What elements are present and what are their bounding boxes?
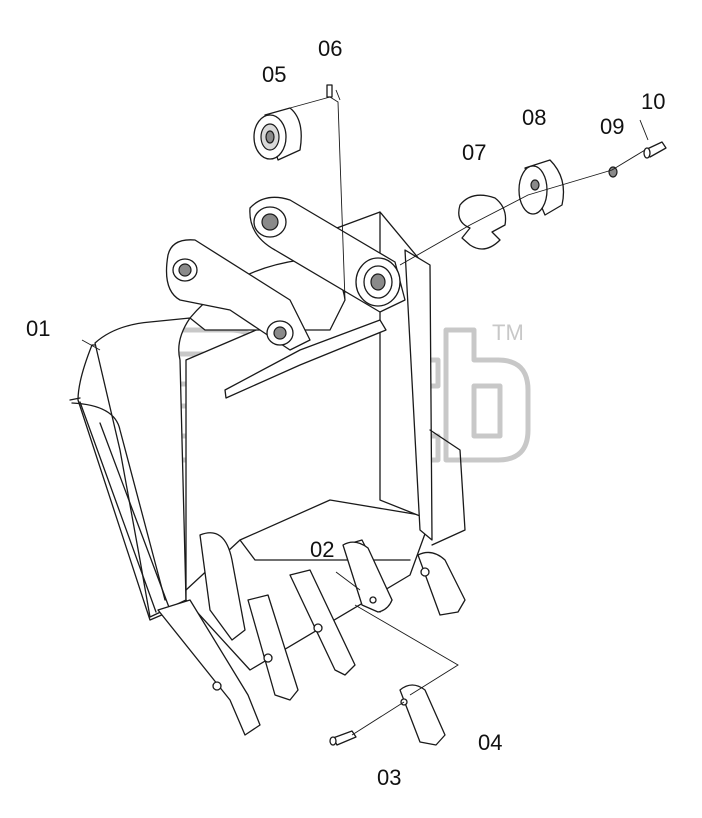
tooth-adapter-part bbox=[399, 684, 446, 746]
watermark-trademark: TM bbox=[492, 320, 524, 345]
callout-08: 08 bbox=[522, 105, 546, 130]
shim-plate-part bbox=[458, 194, 507, 250]
bucket-body bbox=[69, 211, 466, 671]
callout-03: 03 bbox=[377, 765, 401, 790]
callout-01: 01 bbox=[26, 316, 50, 341]
tooth-pin-part bbox=[329, 730, 357, 746]
tooth-part bbox=[342, 541, 393, 613]
mounting-lugs bbox=[165, 196, 406, 351]
callout-labels: 01 02 03 04 05 06 07 08 09 10 bbox=[26, 36, 665, 790]
callout-09: 09 bbox=[600, 114, 624, 139]
pin-small-part bbox=[326, 84, 333, 98]
small-washer-part bbox=[608, 166, 618, 178]
callout-06: 06 bbox=[318, 36, 342, 61]
bushing-part bbox=[253, 107, 302, 161]
leader-lines bbox=[81, 89, 649, 736]
callout-07: 07 bbox=[462, 140, 486, 165]
bolt-part bbox=[643, 141, 667, 159]
callout-02: 02 bbox=[310, 537, 334, 562]
callout-10: 10 bbox=[641, 89, 665, 114]
flange-washer-part bbox=[518, 159, 565, 216]
callout-04: 04 bbox=[478, 730, 502, 755]
callout-05: 05 bbox=[262, 62, 286, 87]
